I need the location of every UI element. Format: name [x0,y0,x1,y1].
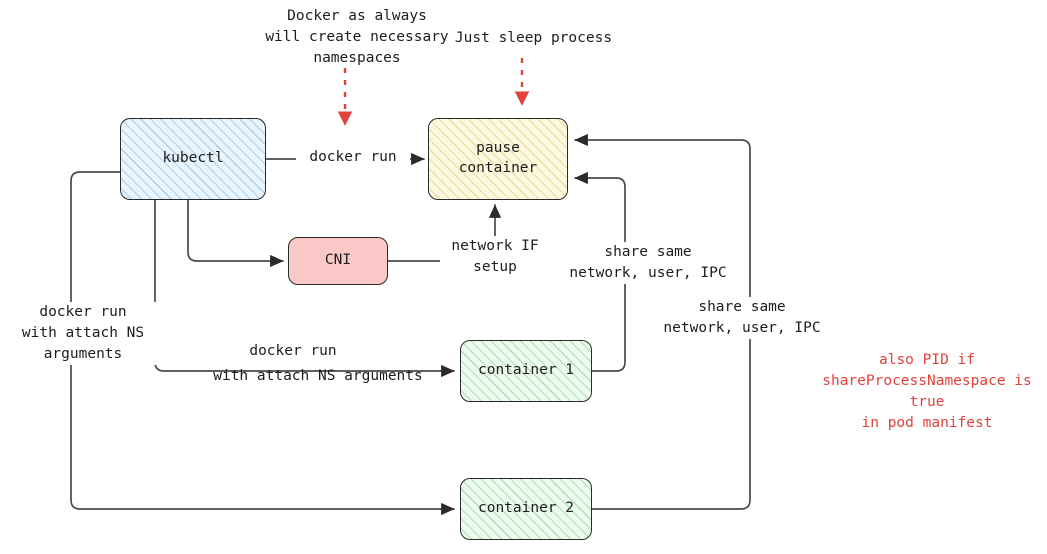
node-kubectl[interactable]: kubectl [120,118,266,200]
annotation-sleep-process: Just sleep process [454,30,613,46]
annotation-docker-namespaces: Docker as always will create necessary n… [265,8,449,67]
annotation-share-process-namespace: also PID if shareProcessNamespace is tru… [822,352,1032,432]
edge-label-docker-run-container1: docker run [249,343,337,359]
node-container-1[interactable]: container 1 [460,340,592,402]
edge-label-docker-run-attach-ns-left: docker run with attach NS arguments [10,302,156,366]
edge-kubectl-to-cni [187,199,284,268]
node-cni[interactable]: CNI [288,237,388,285]
edge-label-share-same-container1: share same network, user, IPC [556,242,740,285]
edge-label-network-if-setup: network IF setup [440,236,550,279]
node-pause-container[interactable]: pause container [428,118,568,200]
edge-label-attach-ns-arguments-container1: with attach NS arguments [213,368,423,384]
edge-label-share-same-container2: share same network, user, IPC [650,297,834,340]
node-container-2[interactable]: container 2 [460,478,592,540]
edge-label-docker-run: docker run [296,147,410,169]
